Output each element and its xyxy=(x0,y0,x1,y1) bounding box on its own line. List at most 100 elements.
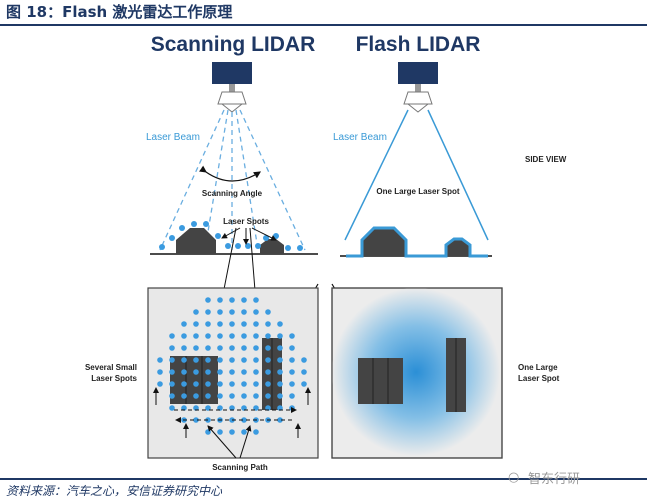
scanning-angle-arc xyxy=(199,165,262,182)
laser-spot xyxy=(265,393,271,399)
large-spot-side-label-2: Laser Spot xyxy=(518,374,560,383)
laser-spot xyxy=(169,333,175,339)
laser-spot xyxy=(193,321,199,327)
laser-spot xyxy=(265,369,271,375)
laser-spot xyxy=(157,369,163,375)
laser-spot xyxy=(217,297,223,303)
laser-spot xyxy=(289,369,295,375)
laser-spot xyxy=(205,429,211,435)
laser-spot xyxy=(193,393,199,399)
flash-spot-label: One Large Laser Spot xyxy=(376,187,459,196)
laser-spot xyxy=(203,221,209,227)
laser-spot xyxy=(253,429,259,435)
laser-spot xyxy=(181,381,187,387)
footer-rule xyxy=(0,478,647,480)
laser-spot xyxy=(277,333,283,339)
laser-spot xyxy=(217,393,223,399)
laser-spot xyxy=(285,245,291,251)
laser-spot xyxy=(181,333,187,339)
laser-spot xyxy=(205,369,211,375)
laser-spot xyxy=(241,321,247,327)
laser-spot xyxy=(265,321,271,327)
laser-spot xyxy=(217,309,223,315)
scanning-angle-label: Scanning Angle xyxy=(202,189,263,198)
laser-spot xyxy=(241,357,247,363)
laser-spot xyxy=(193,309,199,315)
flash-object-large xyxy=(362,228,406,256)
scanning-object-small xyxy=(260,239,284,254)
laser-spots-label: Laser Spots xyxy=(223,217,269,226)
laser-spot xyxy=(181,345,187,351)
laser-spot xyxy=(241,417,247,423)
laser-spot xyxy=(255,243,261,249)
laser-spot xyxy=(205,309,211,315)
laser-spot xyxy=(253,357,259,363)
laser-spot xyxy=(241,345,247,351)
laser-spot xyxy=(277,417,283,423)
laser-spot xyxy=(253,405,259,411)
laser-spot xyxy=(229,357,235,363)
spots-side-label-2: Laser Spots xyxy=(91,374,137,383)
laser-spot xyxy=(181,405,187,411)
laser-spot xyxy=(265,381,271,387)
laser-spot xyxy=(253,297,259,303)
wechat-icon: ○ xyxy=(508,470,520,485)
laser-spot xyxy=(205,393,211,399)
laser-spot xyxy=(217,381,223,387)
laser-spot xyxy=(217,321,223,327)
laser-spot xyxy=(205,297,211,303)
laser-spot xyxy=(205,381,211,387)
laser-spot xyxy=(289,333,295,339)
laser-spot xyxy=(169,393,175,399)
laser-spot xyxy=(205,333,211,339)
laser-spot xyxy=(277,381,283,387)
laser-spot xyxy=(205,321,211,327)
laser-spot xyxy=(229,333,235,339)
laser-spot xyxy=(193,333,199,339)
laser-spot xyxy=(265,345,271,351)
laser-spot xyxy=(229,345,235,351)
laser-spot xyxy=(301,357,307,363)
scanning-heading: Scanning LIDAR xyxy=(151,33,316,56)
laser-spot xyxy=(179,225,185,231)
laser-spot xyxy=(159,244,165,250)
laser-spot xyxy=(253,369,259,375)
laser-spot xyxy=(265,333,271,339)
laser-spot xyxy=(273,233,279,239)
laser-spot xyxy=(205,357,211,363)
laser-spot xyxy=(253,345,259,351)
scanning-object-large xyxy=(176,228,216,254)
flash-beam-label: Laser Beam xyxy=(333,132,387,143)
flash-large-spot xyxy=(332,288,500,456)
watermark: 智东行研 xyxy=(528,472,581,487)
laser-spot xyxy=(241,429,247,435)
laser-spot xyxy=(181,321,187,327)
laser-spot xyxy=(263,235,269,241)
laser-spot xyxy=(229,393,235,399)
flash-heading: Flash LIDAR xyxy=(356,33,481,56)
flash-sensor xyxy=(398,62,438,113)
laser-spot xyxy=(191,221,197,227)
laser-spot xyxy=(181,393,187,399)
laser-spot xyxy=(253,321,259,327)
laser-spot xyxy=(265,357,271,363)
scanning-sensor xyxy=(212,62,252,113)
laser-spot xyxy=(241,309,247,315)
scanning-path-label: Scanning Path xyxy=(212,463,268,472)
laser-spot xyxy=(169,381,175,387)
scanning-beams xyxy=(159,109,306,251)
scanning-beam-label: Laser Beam xyxy=(146,132,200,143)
laser-spot xyxy=(289,381,295,387)
scanning-grid-spots xyxy=(157,297,307,435)
laser-spot xyxy=(277,345,283,351)
laser-spot xyxy=(253,393,259,399)
laser-spot xyxy=(217,357,223,363)
laser-spot xyxy=(289,393,295,399)
flash-beams xyxy=(344,109,489,241)
laser-spot xyxy=(229,369,235,375)
flash-objects-front xyxy=(358,338,466,412)
laser-spot xyxy=(217,429,223,435)
spots-side-label-1: Several Small xyxy=(85,363,137,372)
laser-spot xyxy=(277,357,283,363)
